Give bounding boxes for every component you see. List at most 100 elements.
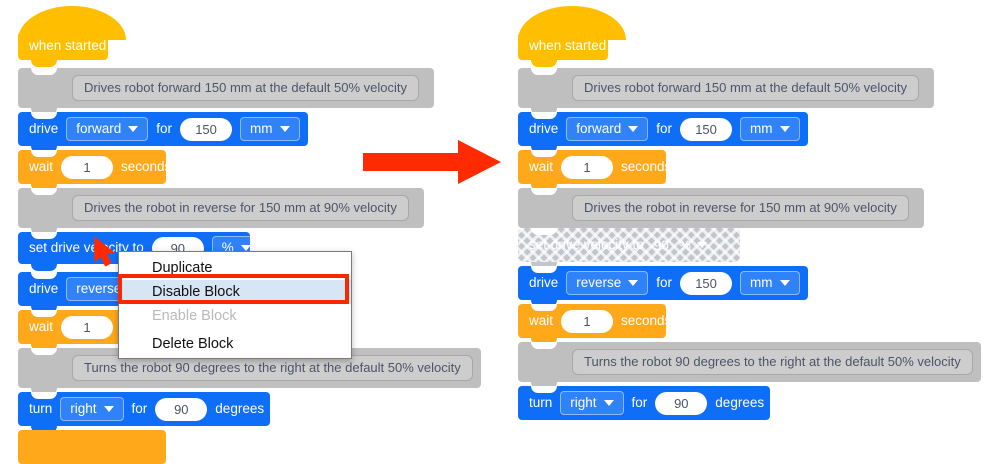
turn-direction-dropdown[interactable]: right [560,390,624,416]
play-icon[interactable] [309,122,321,136]
block-when-started[interactable]: when started [18,6,126,67]
block-drive-forward[interactable]: drive forward for 150 mm [18,112,321,153]
block-bottom-notch [531,262,557,269]
direction-dropdown-value: forward [576,120,622,136]
block-label: set drive velocity to [529,237,644,253]
context-menu-item-duplicate[interactable]: Duplicate [119,256,351,280]
angle-input[interactable]: 90 [155,397,208,421]
caret-down-icon [128,125,139,132]
unit-label: degrees [715,395,765,411]
block-label: drive [29,121,59,137]
block-bottom-notch [31,426,57,433]
unit-dropdown-value: mm [750,120,773,136]
block-drive-forward[interactable]: drive forward for 150 mm [518,112,821,153]
block-bottom-notch [531,300,557,307]
block-label: when started [529,38,607,54]
caret-down-icon [279,125,290,132]
connector-label: for [631,395,648,411]
distance-input[interactable]: 150 [680,117,733,141]
context-menu-item-enable-block: Enable Block [119,304,351,328]
context-menu[interactable]: Duplicate Disable Block Enable Block Del… [118,251,352,359]
block-when-started[interactable]: when started [518,6,626,67]
play-icon[interactable] [274,402,286,416]
play-icon[interactable] [774,396,786,410]
block-top-notch [31,310,57,317]
mouse-cursor-icon [92,236,122,275]
unit-dropdown[interactable]: mm [740,116,800,142]
block-top-notch [531,266,557,273]
block-turn-right[interactable]: turn right for 90 degrees [18,392,286,433]
connector-label: for [656,121,673,137]
wait-seconds-input[interactable]: 1 [61,315,114,339]
comment-text: Drives robot forward 150 mm at the defau… [572,75,919,101]
block-bottom-notch [31,306,57,313]
block-bottom-notch [31,344,57,351]
direction-dropdown[interactable]: forward [66,116,149,142]
unit-dropdown[interactable]: mm [740,270,800,296]
caret-down-icon [779,279,790,286]
distance-input[interactable]: 150 [180,117,233,141]
caret-down-icon [628,279,639,286]
block-top-notch [531,112,557,119]
block-label: drive [529,121,559,137]
wait-seconds-input[interactable]: 1 [61,155,114,179]
comment-block[interactable]: Turns the robot 90 degrees to the right … [18,348,481,395]
play-icon[interactable] [809,122,821,136]
wait-seconds-input[interactable]: 1 [561,155,614,179]
wait-seconds-input[interactable]: 1 [561,309,614,333]
block-partial-clipped[interactable] [18,430,166,464]
comment-text: Drives the robot in reverse for 150 mm a… [572,195,909,221]
block-turn-right[interactable]: turn right for 90 degrees [518,386,786,420]
block-top-notch [31,348,57,355]
comment-block[interactable]: Drives robot forward 150 mm at the defau… [18,68,434,115]
block-suffix: seconds [121,159,172,175]
caret-down-icon [603,399,614,406]
before-state-panel: when started Drives robot forward 150 mm… [0,0,481,464]
direction-dropdown-value: forward [76,120,122,136]
block-bottom-notch [31,264,57,271]
block-label: turn [29,401,53,417]
unit-dropdown[interactable]: mm [240,116,300,142]
connector-label: for [156,121,173,137]
caret-down-icon [240,244,251,251]
block-bottom-notch [531,146,557,153]
comment-block[interactable]: Drives the robot in reverse for 150 mm a… [518,188,924,235]
block-top-notch [31,150,57,157]
play-icon[interactable] [809,276,821,290]
distance-input[interactable]: 150 [680,271,733,295]
block-wait[interactable]: wait 1 seconds [518,150,671,191]
block-label: when started [29,38,107,54]
block-wait[interactable]: wait 1 seconds [18,150,171,191]
comment-text: Drives the robot in reverse for 150 mm a… [72,195,409,221]
turn-direction-value: right [570,394,597,410]
velocity-unit-value: % [221,239,234,255]
block-bottom-notch [531,338,557,345]
block-top-notch [31,232,57,239]
block-bottom-notch [531,382,557,389]
block-bottom-notch [31,228,57,235]
connector-label: for [656,275,673,291]
block-wait[interactable]: wait 1 seconds [518,304,671,345]
block-top-notch [31,188,57,195]
velocity-input[interactable]: 90 [653,237,669,253]
comment-block[interactable]: Drives robot forward 150 mm at the defau… [518,68,934,115]
direction-dropdown[interactable]: reverse [566,270,649,296]
comment-text: Turns the robot 90 degrees to the right … [72,355,473,381]
velocity-unit-value: % [678,237,691,253]
block-top-notch [31,112,57,119]
velocity-unit-dropdown[interactable]: % [679,238,707,253]
context-menu-item-delete-block[interactable]: Delete Block [119,332,351,356]
block-set-drive-velocity-disabled[interactable]: set drive velocity to 90 % [518,228,740,269]
block-drive-reverse[interactable]: drive reverse for 150 mm [518,266,821,307]
turn-direction-dropdown[interactable]: right [60,396,124,422]
angle-input[interactable]: 90 [655,391,708,415]
block-label: drive [529,275,559,291]
comment-block[interactable]: Drives the robot in reverse for 150 mm a… [18,188,424,235]
comment-block[interactable]: Turns the robot 90 degrees to the right … [518,342,981,389]
block-top-notch [531,188,557,195]
caret-down-icon [628,125,639,132]
context-menu-item-disable-block[interactable]: Disable Block [119,280,351,304]
transition-right-arrow-icon [363,140,503,189]
turn-direction-value: right [70,400,97,416]
direction-dropdown[interactable]: forward [566,116,649,142]
